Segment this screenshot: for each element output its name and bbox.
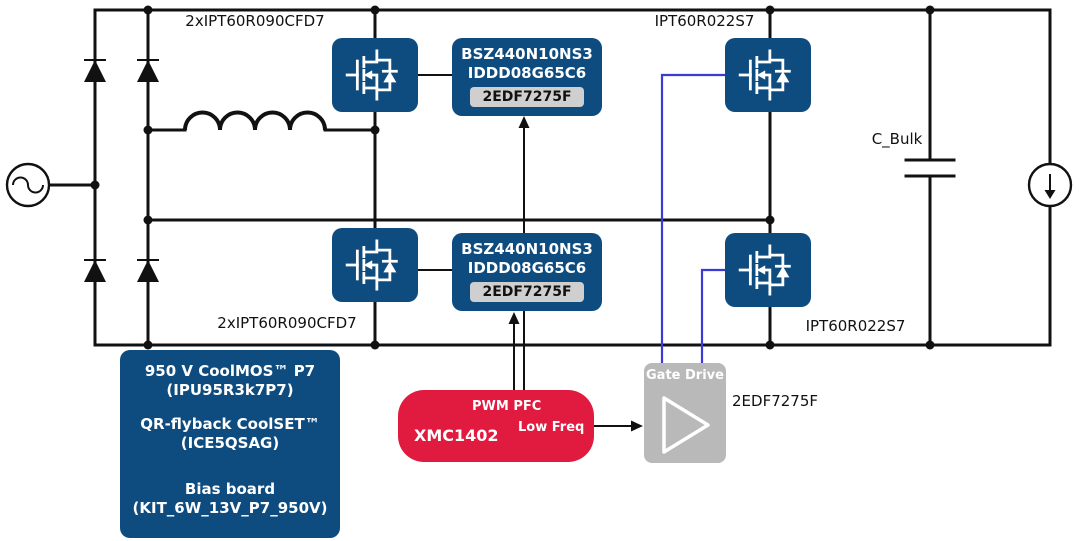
info-coolmos-line1: 950 V CoolMOS™ P7 — [144, 362, 316, 380]
driver-box-bottom-line1: BSZ440N10NS3 — [461, 240, 593, 258]
load-current-source-icon — [1027, 162, 1073, 208]
info-coolset-line2: (ICE5QSAG) — [180, 434, 280, 452]
label-fast-leg-top: 2xIPT60R090CFD7 — [185, 12, 325, 30]
info-box: 950 V CoolMOS™ P7 (IPU95R3k7P7) QR-flyba… — [120, 350, 340, 538]
blue-gate-wire-bottom — [700, 268, 725, 363]
mosfet-box-slow-top — [725, 38, 811, 112]
info-coolmos-line2: (IPU95R3k7P7) — [166, 381, 294, 399]
label-slow-leg-top: IPT60R022S7 — [654, 12, 755, 30]
spacer — [120, 453, 340, 480]
driver-box-bottom: BSZ440N10NS3 IDDD08G65C6 2EDF7275F — [452, 233, 602, 311]
mosfet-box-slow-bottom — [725, 233, 811, 307]
mcu-signal-pwm-pfc: PWM PFC — [472, 399, 542, 414]
info-bias-line1: Bias board — [184, 480, 276, 498]
mosfet-box-fast-bottom — [332, 228, 418, 302]
label-gate-driver-part: 2EDF7275F — [732, 392, 819, 410]
driver-box-top-badge: 2EDF7275F — [470, 87, 584, 107]
label-fast-leg-bottom: 2xIPT60R090CFD7 — [217, 314, 357, 332]
info-coolset-line1: QR-flyback CoolSET™ — [140, 415, 320, 433]
mcu-name: XMC1402 — [414, 426, 499, 445]
gate-drive-box — [644, 363, 726, 463]
info-bias-line2: (KIT_6W_13V_P7_950V) — [132, 499, 328, 517]
mcu-signal-low-freq: Low Freq — [518, 420, 585, 435]
ac-input-wires — [47, 128, 772, 222]
driver-connector-wires — [418, 74, 452, 271]
gate-drive-label: Gate Drive — [646, 368, 724, 383]
label-slow-leg-bottom: IPT60R022S7 — [805, 317, 906, 335]
spacer — [120, 400, 340, 415]
mosfet-box-fast-top — [332, 38, 418, 112]
ac-source-icon — [5, 162, 51, 208]
bridge-diodes-icon — [84, 59, 159, 282]
junction-dots — [90, 5, 935, 350]
driver-box-top: BSZ440N10NS3 IDDD08G65C6 2EDF7275F — [452, 38, 602, 116]
boost-inductor-icon — [183, 110, 327, 131]
driver-box-bottom-line2: IDDD08G65C6 — [467, 259, 587, 277]
driver-box-bottom-badge: 2EDF7275F — [470, 282, 584, 302]
label-bulk-capacitor: C_Bulk — [871, 130, 923, 148]
driver-box-top-line1: BSZ440N10NS3 — [461, 45, 593, 63]
driver-triangle-icon — [662, 396, 710, 454]
low-freq-arrow — [594, 420, 643, 432]
mcu-box: XMC1402 PWM PFC Low Freq — [398, 390, 594, 462]
driver-box-top-line2: IDDD08G65C6 — [467, 64, 587, 82]
bulk-capacitor-icon — [904, 8, 956, 347]
blue-gate-wire-top — [660, 73, 725, 363]
